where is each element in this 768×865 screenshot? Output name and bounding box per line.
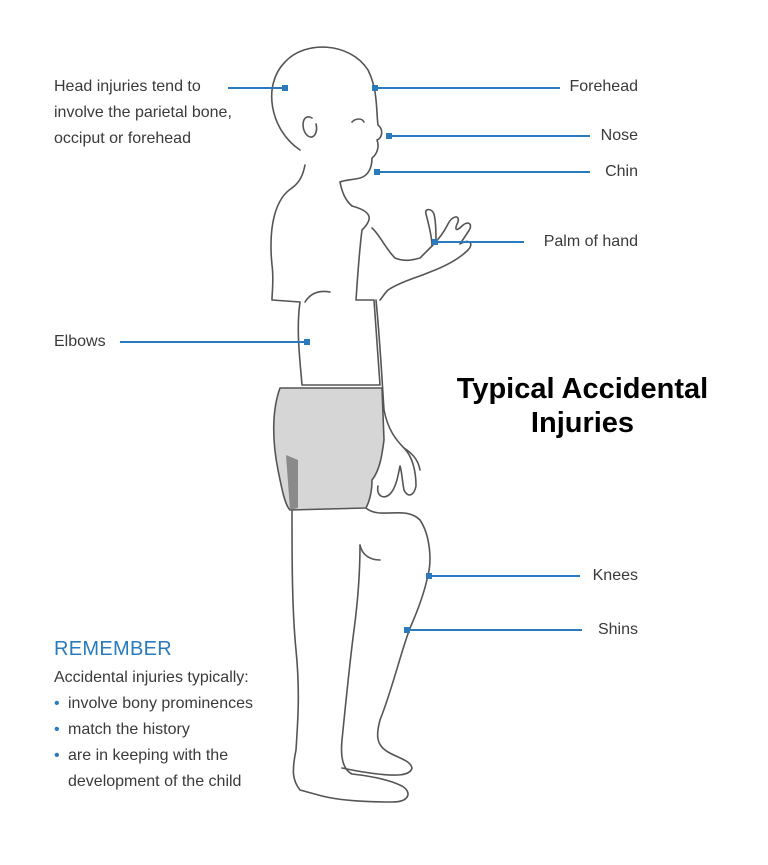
knees-callout-marker xyxy=(426,573,432,579)
child-lower-arm-outline xyxy=(375,299,417,498)
remember-item: • involve bony prominences xyxy=(54,691,314,717)
title-line-1: Typical Accidental xyxy=(456,373,709,405)
bullet-icon: • xyxy=(54,721,60,738)
chin-label: Chin xyxy=(605,163,638,180)
shins-label: Shins xyxy=(597,621,638,638)
palm-callout-marker xyxy=(432,239,438,245)
chin-callout-marker xyxy=(374,169,380,175)
child-neck-outline xyxy=(291,164,353,207)
child-ear-outline xyxy=(302,116,318,138)
child-front-leg-outline xyxy=(341,507,431,776)
head-label-line-3: occiput or forehead xyxy=(54,130,191,147)
child-back-leg-outline xyxy=(291,509,409,803)
bullet-icon: • xyxy=(54,747,60,764)
shins-callout-marker xyxy=(404,627,410,633)
remember-box: REMEMBER Accidental injuries typically: … xyxy=(54,638,314,795)
remember-item-text: are in keeping with the xyxy=(68,747,229,764)
title-line-2: Injuries xyxy=(530,407,635,439)
remember-heading: REMEMBER xyxy=(54,638,172,660)
bullet-icon: • xyxy=(54,695,60,712)
head-label-line-1: Head injuries tend to xyxy=(54,78,201,95)
head-injuries-label: Head injuries tend to involve the pariet… xyxy=(54,74,232,152)
remember-item: • are in keeping with the development of t… xyxy=(54,743,314,795)
remember-item: • match the history xyxy=(54,717,314,743)
child-shirt-outline xyxy=(270,187,381,386)
remember-item-text: match the history xyxy=(68,721,190,738)
head-label-line-2: involve the parietal bone, xyxy=(54,104,232,121)
knees-label: Knees xyxy=(592,567,638,584)
remember-list: • involve bony prominences • match the his… xyxy=(54,691,314,795)
remember-item-text: involve bony prominences xyxy=(68,695,253,712)
nose-callout-marker xyxy=(386,133,392,139)
elbows-callout-marker xyxy=(304,339,310,345)
head-callout-marker xyxy=(282,85,288,91)
forehead-callout-marker xyxy=(372,85,378,91)
elbows-label: Elbows xyxy=(54,333,106,350)
remember-intro: Accidental injuries typically: xyxy=(54,669,249,686)
forehead-label: Forehead xyxy=(569,78,639,95)
palm-of-hand-label: Palm of hand xyxy=(543,233,638,250)
nose-label: Nose xyxy=(600,127,638,144)
remember-item-text-continued: development of the child xyxy=(68,773,242,790)
child-eye-outline xyxy=(351,118,365,123)
diagram-title: Typical Accidental Injuries xyxy=(430,372,735,440)
child-shorts-outline xyxy=(272,387,385,511)
child-head-outline xyxy=(270,46,383,183)
child-raised-arm-outline xyxy=(371,216,472,301)
